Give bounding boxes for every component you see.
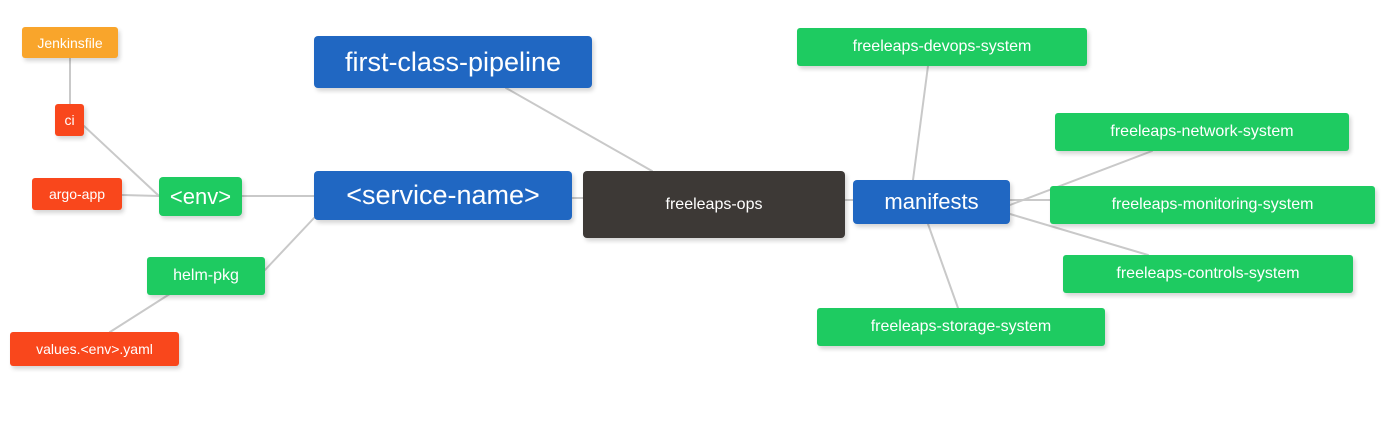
- mindmap-node-devops-system[interactable]: freeleaps-devops-system: [797, 28, 1087, 66]
- node-label: freeleaps-storage-system: [870, 318, 1052, 335]
- mindmap-node-service-name[interactable]: <service-name>: [314, 171, 572, 220]
- mindmap-node-jenkinsfile[interactable]: Jenkinsfile: [22, 27, 118, 58]
- node-label: freeleaps-ops: [665, 195, 763, 213]
- node-label: freeleaps-network-system: [1110, 123, 1294, 140]
- mindmap-node-helm-pkg[interactable]: helm-pkg: [147, 257, 265, 295]
- edge-first-class-to-freeleaps-ops: [505, 87, 653, 172]
- node-label: freeleaps-controls-system: [1116, 265, 1300, 282]
- mindmap-node-network-system[interactable]: freeleaps-network-system: [1055, 113, 1349, 151]
- mindmap-node-controls-system[interactable]: freeleaps-controls-system: [1063, 255, 1353, 293]
- mindmap-node-values-yaml[interactable]: values.<env>.yaml: [10, 332, 179, 366]
- edge-service-name-to-helm-pkg: [264, 217, 315, 271]
- mindmap-node-storage-system[interactable]: freeleaps-storage-system: [817, 308, 1105, 346]
- node-label: argo-app: [48, 186, 106, 202]
- node-label: ci: [64, 112, 75, 128]
- mindmap-node-first-class[interactable]: first-class-pipeline: [314, 36, 592, 88]
- node-label: first-class-pipeline: [344, 46, 562, 77]
- node-label: <env>: [169, 183, 232, 209]
- edge-helm-pkg-to-values-yaml: [109, 289, 177, 333]
- mindmap-node-freeleaps-ops[interactable]: freeleaps-ops: [583, 171, 845, 238]
- node-label: manifests: [884, 189, 979, 214]
- node-label: freeleaps-monitoring-system: [1111, 196, 1314, 213]
- mindmap-node-argo-app[interactable]: argo-app: [32, 178, 122, 210]
- node-label: <service-name>: [346, 180, 540, 210]
- mindmap-node-monitoring-system[interactable]: freeleaps-monitoring-system: [1050, 186, 1375, 224]
- edge-manifests-to-storage-system: [927, 223, 959, 309]
- node-label: Jenkinsfile: [37, 34, 103, 51]
- mindmap-node-env[interactable]: <env>: [159, 177, 242, 216]
- mindmap-node-manifests[interactable]: manifests: [853, 180, 1010, 224]
- mindmap-node-ci[interactable]: ci: [55, 104, 84, 136]
- node-label: helm-pkg: [173, 267, 239, 284]
- edge-manifests-to-devops-system: [912, 65, 929, 181]
- edge-argo-app-to-env: [121, 194, 160, 197]
- node-label: freeleaps-devops-system: [852, 38, 1032, 55]
- node-label: values.<env>.yaml: [36, 341, 153, 357]
